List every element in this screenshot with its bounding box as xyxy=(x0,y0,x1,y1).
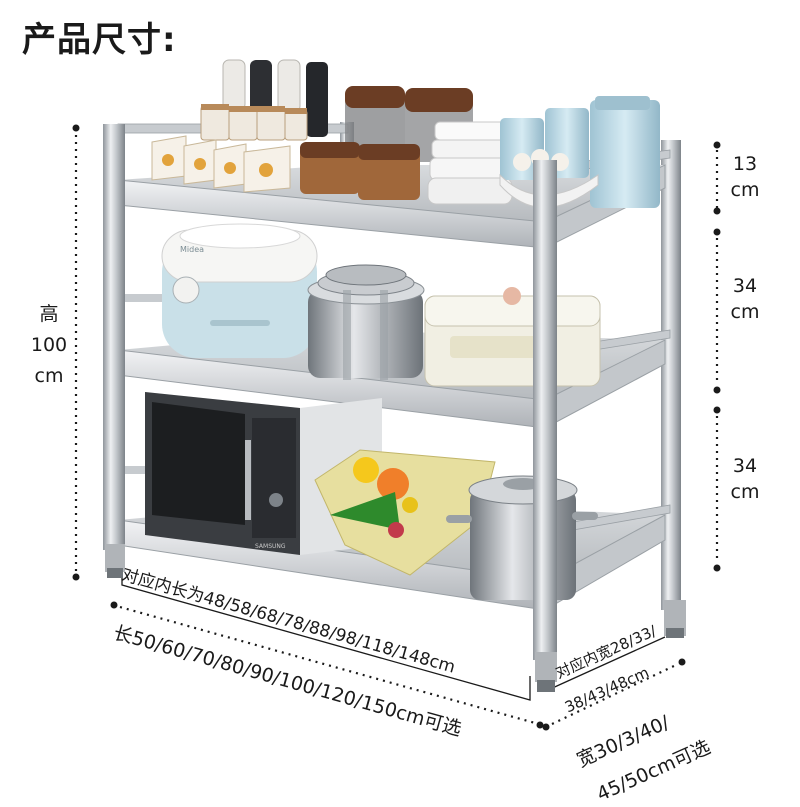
gap-top-value: 13 xyxy=(732,153,758,175)
length-dotted-line xyxy=(110,601,544,729)
stacked-bowls xyxy=(427,121,513,205)
spice-bottles xyxy=(200,59,328,141)
gap-bottom-unit: cm xyxy=(730,481,760,503)
inner-width-bracket xyxy=(547,636,666,691)
height-value: 100 xyxy=(30,334,68,356)
page-title: 产品尺寸: xyxy=(22,20,177,60)
height-dotted-line xyxy=(72,124,80,581)
seasoning-boxes xyxy=(151,135,291,193)
gap-middle-unit: cm xyxy=(730,301,760,323)
width-dotted-line xyxy=(542,658,686,731)
microwave-brand: SAMSUNG xyxy=(255,543,286,550)
blue-canisters xyxy=(499,96,660,208)
vegetable-basket xyxy=(314,449,496,576)
rice-cooker-brand: Midea xyxy=(180,245,204,254)
rack-front-posts xyxy=(103,124,557,692)
gap-middle-value: 34 xyxy=(732,275,758,297)
microwave-oven: SAMSUNG xyxy=(145,392,382,555)
electric-hot-pot xyxy=(424,287,601,387)
height-label: 高 xyxy=(39,303,59,325)
gap-top-unit: cm xyxy=(730,179,760,201)
gap-bottom-value: 34 xyxy=(732,455,758,477)
gap-dotted-lines xyxy=(713,141,721,572)
height-unit: cm xyxy=(34,365,64,387)
rice-cooker: Midea xyxy=(161,223,318,358)
pot-stack xyxy=(307,264,425,380)
